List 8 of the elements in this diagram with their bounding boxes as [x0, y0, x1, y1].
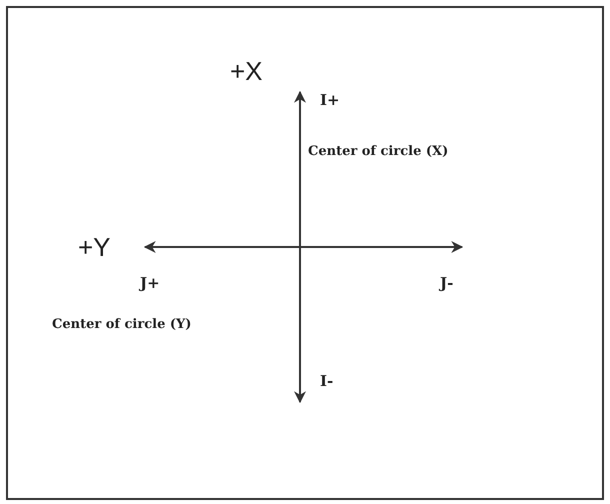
- note-text: Center of circle (X): [308, 145, 448, 158]
- axis-label: +Y: [78, 234, 111, 260]
- direction-label: I+: [320, 93, 340, 108]
- direction-label: J+: [140, 276, 160, 291]
- direction-label: I-: [320, 374, 334, 389]
- direction-label: J-: [440, 276, 454, 291]
- axis-label: +X: [230, 58, 263, 84]
- note-text: Center of circle (Y): [52, 318, 192, 331]
